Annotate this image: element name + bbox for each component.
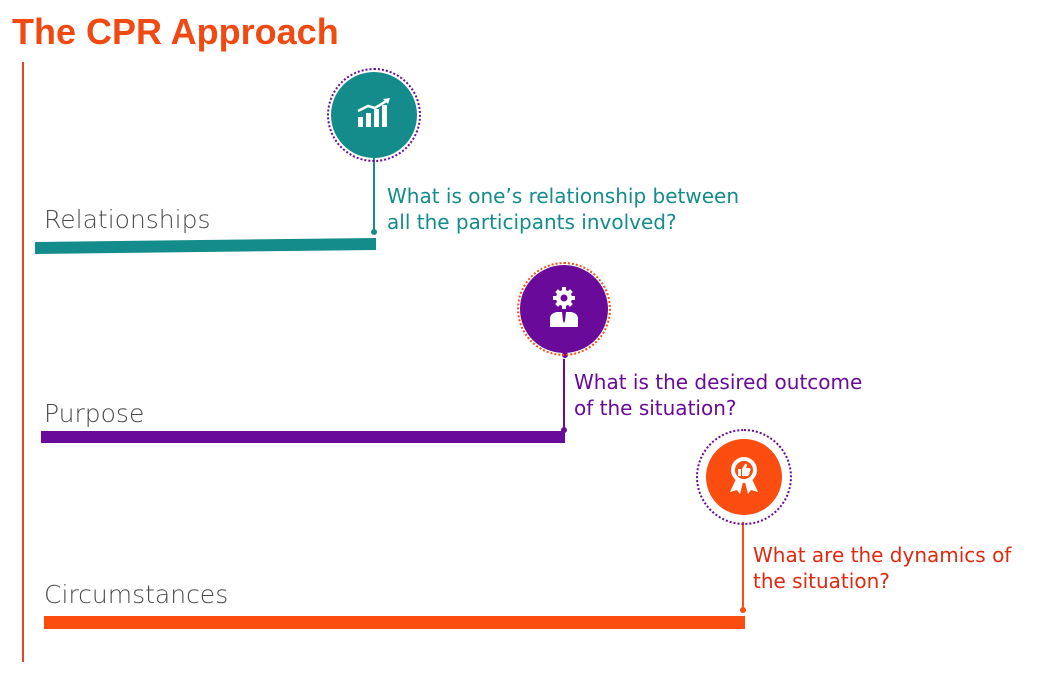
circumstances-icon-ring bbox=[696, 429, 792, 525]
question-line: all the participants involved? bbox=[387, 210, 677, 234]
thumbs-up-badge-icon bbox=[727, 455, 761, 499]
purpose-bar bbox=[41, 431, 565, 443]
circumstances-connector bbox=[742, 522, 744, 611]
relationships-bar bbox=[35, 238, 376, 254]
purpose-icon-ring bbox=[517, 262, 611, 356]
question-line: What is one’s relationship between bbox=[387, 184, 739, 208]
purpose-connector bbox=[563, 354, 565, 430]
relationships-icon-ring bbox=[327, 68, 421, 162]
circumstances-label: Circumstances bbox=[44, 580, 229, 609]
question-line: What are the dynamics of bbox=[753, 543, 1012, 567]
relationships-icon-circle bbox=[331, 72, 417, 158]
vertical-axis-line bbox=[22, 62, 24, 662]
purpose-label: Purpose bbox=[44, 399, 145, 428]
purpose-icon-circle bbox=[520, 265, 608, 353]
question-line: What is the desired outcome bbox=[574, 370, 863, 394]
question-line: of the situation? bbox=[574, 396, 737, 420]
relationships-connector-dot bbox=[371, 229, 377, 235]
purpose-connector-end-dot bbox=[561, 427, 567, 433]
circumstances-question: What are the dynamics of the situation? bbox=[753, 542, 1011, 594]
purpose-connector-dot bbox=[561, 351, 569, 359]
purpose-question: What is the desired outcome of the situa… bbox=[574, 369, 862, 421]
question-line: the situation? bbox=[753, 569, 890, 593]
relationships-label: Relationships bbox=[44, 205, 211, 234]
businessperson-gear-icon bbox=[546, 287, 582, 331]
circumstances-bar bbox=[44, 616, 745, 629]
page-title: The CPR Approach bbox=[12, 11, 339, 52]
circumstances-connector-dot bbox=[740, 607, 746, 613]
relationships-connector bbox=[373, 158, 375, 232]
relationships-question: What is one’s relationship between all t… bbox=[387, 183, 739, 235]
circumstances-icon-circle bbox=[706, 439, 782, 515]
bar-chart-growth-icon bbox=[355, 97, 393, 133]
